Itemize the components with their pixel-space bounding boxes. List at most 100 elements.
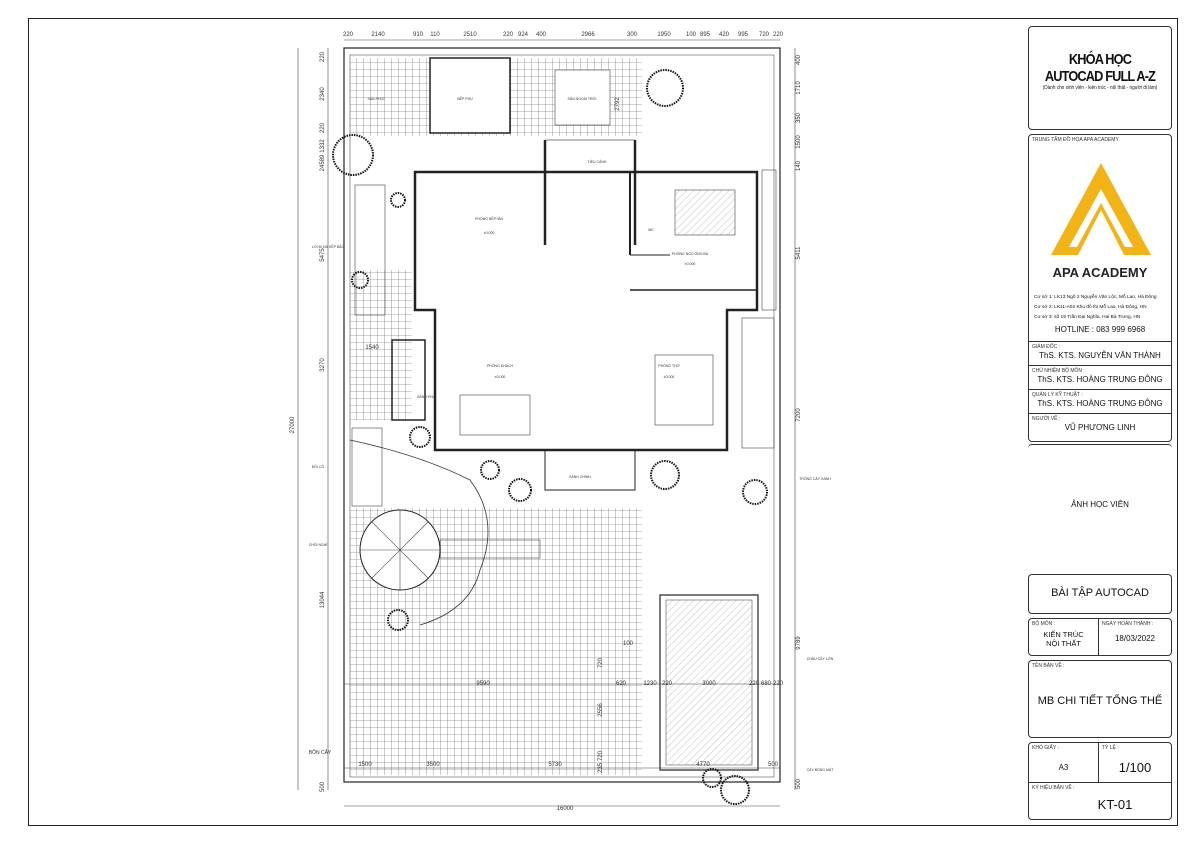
dimension-top: 220 [343, 32, 354, 38]
dimension-bottom-total: 16000 [557, 806, 574, 812]
dimension-bottom: 235 [598, 762, 604, 773]
room-label: SẢNH PHỤ [417, 394, 436, 399]
scale-label: TỶ LỆ : [1102, 745, 1119, 751]
dimension-inner: 220 [773, 681, 784, 687]
annotation-label: BỒN CÂY [309, 749, 332, 756]
center-name: TRUNG TÂM ĐỒ HỌA APA ACADEMY [1032, 137, 1119, 143]
director-name: ThS. KTS. NGUYỄN VĂN THÀNH [1039, 351, 1161, 360]
dimension-top: 110 [430, 32, 440, 38]
dimension-right: 9789 [796, 636, 802, 650]
bed [674, 189, 736, 236]
dimension-right: 1500 [796, 135, 802, 149]
dimension-top: 2510 [463, 32, 477, 38]
annotation-label: CÂY BÓNG MÁT [807, 767, 835, 772]
house-outline [413, 170, 759, 452]
dimension-left: 3270 [320, 358, 326, 372]
dimension-top: 220 [773, 32, 784, 38]
tech-name: ThS. KTS. HOÀNG TRUNG ĐÔNG [1037, 399, 1163, 408]
apa-logo [1051, 163, 1151, 255]
paper-size: A3 [1058, 763, 1069, 772]
dimension-inner: 680 [761, 681, 772, 687]
dimension-left-total: 27000 [290, 416, 296, 433]
dimension-right: 7200 [796, 408, 802, 422]
dimension-left: 2340 [320, 87, 326, 101]
completion-date: 18/03/2022 [1114, 634, 1156, 643]
dimension-left: 1332 [320, 139, 326, 153]
right-steps [741, 169, 777, 449]
room-label: PHÒNG KHÁCH [487, 363, 514, 368]
dimension-bottom: 3500 [426, 762, 440, 768]
room-label: SÂN NGOÀI TRỜI [568, 96, 597, 101]
academy-box: TRUNG TÂM ĐỒ HỌA APA ACADEMY APA ACADEMY… [1028, 134, 1172, 442]
dimension-inner: 220 [749, 681, 760, 687]
drawing-name-label: TÊN BẢN VẼ : [1032, 663, 1065, 669]
course-title-1: KHÓA HỌC [1068, 51, 1132, 68]
dimension-right: 140 [796, 160, 802, 171]
dimension-top: 2140 [371, 32, 385, 38]
tech-label: QUẢN LÝ KỸ THUẬT : [1032, 392, 1083, 398]
address-1: Cơ sở 1: LK13 Ngõ 2 Nguyễn Văn Lộc, Mỗ L… [1034, 295, 1157, 300]
room-label: WC [648, 228, 654, 232]
dimension-inner: 1540 [365, 345, 379, 351]
dimension-inner: 220 [662, 681, 673, 687]
drawer-name: VŨ PHƯƠNG LINH [1064, 423, 1136, 432]
lot-boundary [343, 47, 781, 783]
dimension-top: 220 [503, 32, 514, 38]
dimension-bottom: 4770 [696, 762, 710, 768]
dimension-lines [297, 39, 796, 807]
sofa-set [459, 394, 531, 436]
dimension-top: 420 [719, 32, 730, 38]
dimension-bottom: 720 [598, 750, 604, 761]
course-title-2: AUTOCAD FULL A-Z [1044, 68, 1156, 85]
dimension-right: 5411 [796, 246, 802, 260]
dimension-top: 720 [759, 32, 770, 38]
room-label: PHÒNG THỜ [658, 363, 679, 368]
dimension-right: 350 [796, 112, 802, 123]
dimension-right: 500 [796, 778, 802, 789]
drawing-name-box: TÊN BẢN VẼ : MB CHI TIẾT TỔNG THỂ [1028, 660, 1172, 738]
trees [332, 69, 768, 805]
dimension-left: 24589 [320, 154, 326, 171]
dimension-inner: 720 [598, 657, 604, 668]
course-subtitle: (Dành cho sinh viên - kiến trúc - nội th… [1042, 85, 1158, 91]
main-porch [544, 449, 636, 491]
dept-2: NỘI THẤT [1046, 639, 1081, 648]
course-title-box: KHÓA HỌC AUTOCAD FULL A-Z (Dành cho sinh… [1028, 26, 1172, 130]
dimension-top: 300 [627, 32, 638, 38]
head-name: ThS. KTS. HOÀNG TRUNG ĐÔNG [1037, 375, 1163, 384]
dimension-bottom: 1500 [358, 762, 372, 768]
exercise-box: BÀI TẬP AUTOCAD [1028, 574, 1172, 614]
dimension-inner: 3000 [702, 681, 716, 687]
date-label: NGÀY HOÀN THÀNH : [1102, 621, 1154, 627]
dimension-inner: 2556 [598, 703, 604, 717]
dimension-top: 400 [536, 32, 547, 38]
dimension-top: 995 [738, 32, 749, 38]
dimension-left: 13044 [320, 591, 326, 608]
dept-1: KIẾN TRÚC [1043, 630, 1084, 639]
brand-name: APA ACADEMY [1052, 265, 1148, 280]
room-label: BẾP PHỤ [457, 96, 473, 101]
annotation-label: TRỒNG CÂY XANH [799, 476, 831, 481]
drawing-code: KT-01 [1097, 797, 1133, 812]
scale-value: 1/100 [1118, 760, 1152, 775]
annotation-label: LỐI ĐI ĐÁ XẾP BẬC [312, 244, 345, 249]
dimension-top: 2966 [581, 32, 595, 38]
room-label: SẢNH CHÍNH [569, 474, 591, 479]
dimension-top: 910 [413, 32, 424, 38]
dimension-right: 400 [796, 54, 802, 65]
auxiliary-kitchen [429, 57, 511, 134]
annotation-label: ĐỒI CỎ [312, 464, 325, 469]
dimension-left: 5475 [320, 248, 326, 262]
room-label: PHÒNG NGỦ ÔNG BÀ [672, 251, 709, 256]
level-mark: ±0.000 [495, 375, 506, 379]
hotline: HOTLINE : 083 999 6968 [1054, 325, 1146, 334]
paper-label: KHỔ GIẤY : [1032, 745, 1059, 751]
dimension-left: 220 [320, 51, 326, 62]
lawn-edge [349, 439, 489, 626]
room-label: PHÒNG BẾP+ĂN [475, 216, 503, 221]
level-mark: ±0.000 [664, 375, 675, 379]
student-photo-box: ẢNH HỌC VIÊN [1028, 444, 1172, 568]
dimension-top: 895 [700, 32, 711, 38]
